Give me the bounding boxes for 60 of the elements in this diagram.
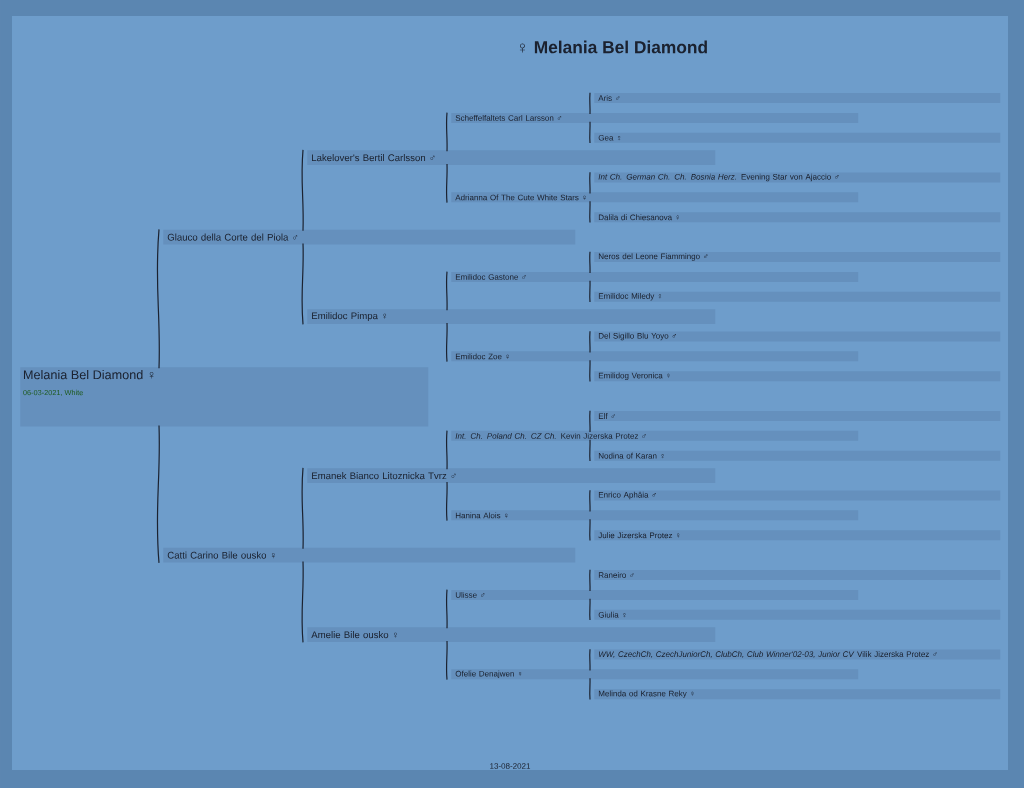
- dog-name-bar: Emilidog Veronica ♀: [594, 371, 1001, 382]
- dog-name-bar: Dalila di Chiesanova ♀: [594, 212, 1001, 223]
- pedigree-bracket: [445, 322, 448, 363]
- pedigree-bracket: [445, 163, 448, 204]
- pedigree-bracket: [589, 171, 591, 195]
- dog-name-bar: Del Sigillo Blu Yoyo ♂: [594, 331, 1001, 342]
- dog-name-bar: Emanek Bianco Litoznicka Tvrz ♂: [307, 468, 716, 484]
- dog-name-bar: Emilidoc Miledy ♀: [594, 291, 1001, 302]
- dog-name-bar: Emilidoc Gastone ♂: [451, 271, 859, 282]
- dog-name-bar: Elf ♂: [594, 411, 1001, 421]
- dog-name-bar: Neros del Leone Fiammingo ♂: [594, 252, 1001, 262]
- pedigree-bracket: [589, 251, 591, 274]
- pedigree-bracket: [301, 149, 304, 232]
- pedigree-bracket: [445, 112, 448, 152]
- pedigree-bracket: [301, 242, 304, 325]
- dog-name-bar: Lakelover's Bertil Carlsson ♂: [307, 150, 716, 166]
- pedigree-bracket: [589, 410, 591, 433]
- pedigree-bracket: [589, 648, 591, 672]
- dog-name-bar: Amelie Bile ousko ♀: [307, 627, 716, 643]
- dog-name-bar: Enrico Aphâia ♂: [594, 490, 1001, 501]
- pedigree-bracket: [301, 560, 304, 643]
- pedigree-bracket: [589, 92, 591, 115]
- dog-name-bar: Emilidoc Pimpa ♀: [307, 309, 716, 325]
- dog-name-bar: Int Ch. German Ch. Ch. Bosnia Herz. Evening Star von Ajaccio ♂: [594, 172, 1001, 183]
- pedigree-bracket: [589, 121, 591, 144]
- dog-name-bar: Raneiro ♂: [594, 570, 1001, 580]
- pedigree-bracket: [589, 677, 591, 701]
- dog-name-bar: Int. Ch. Poland Ch. CZ Ch. Kevin Jizerska Protez ♂: [451, 430, 859, 441]
- pedigree-bracket: [589, 359, 591, 383]
- dog-name-bar: Adrianna Of The Cute White Stars ♀: [451, 192, 859, 203]
- pedigree-bracket: [301, 467, 304, 550]
- pedigree-bracket: [156, 424, 160, 564]
- dog-name-bar: Hanina Alois ♀: [451, 510, 859, 521]
- dog-name-bar: Gea ♀: [594, 132, 1001, 143]
- title: ♀ Melania Bel Diamond: [519, 40, 707, 54]
- pedigree-bracket: [445, 481, 448, 522]
- pedigree-bracket: [445, 271, 448, 311]
- pedigree-bracket: [445, 589, 448, 629]
- dog-name-bar: Aris ♂: [594, 93, 1001, 103]
- dog-name-bar: WW, CzechCh, CzechJuniorCh, ClubCh, Club Winner'02-03, Junior CV Vilik Jizerska Protez ♂: [594, 649, 1001, 660]
- dog-name-bar: Nodina of Karan ♀: [594, 450, 1001, 461]
- pedigree-bracket: [589, 280, 591, 303]
- dog-name-bar: Melinda od Krasne Reky ♀: [594, 689, 1001, 700]
- dog-name-bar: Ulisse ♂: [451, 589, 859, 600]
- pedigree-bracket: [445, 430, 448, 470]
- pedigree-bracket: [589, 489, 591, 513]
- dog-name-bar: Scheffelfaltets Carl Larsson ♂: [451, 112, 859, 123]
- pedigree-bracket: [589, 569, 591, 592]
- pedigree-bracket: [589, 598, 591, 621]
- dog-name-bar: Giulia ♀: [594, 609, 1001, 620]
- dog-name-bar: Emilidoc Zoe ♀: [451, 351, 859, 362]
- pedigree-bracket: [445, 640, 448, 681]
- pedigree-bracket: [589, 518, 591, 542]
- pedigree-bracket: [589, 330, 591, 354]
- pedigree-bracket: [589, 439, 591, 462]
- dog-name-bar: Julie Jizerska Protez ♀: [594, 530, 1001, 541]
- pedigree-bracket: [156, 228, 160, 369]
- pedigree-bracket: [589, 200, 591, 224]
- dog-name-bar: Ofelie Denajwen ♀: [451, 669, 859, 680]
- footer-note: 13-08-2021: [490, 763, 531, 769]
